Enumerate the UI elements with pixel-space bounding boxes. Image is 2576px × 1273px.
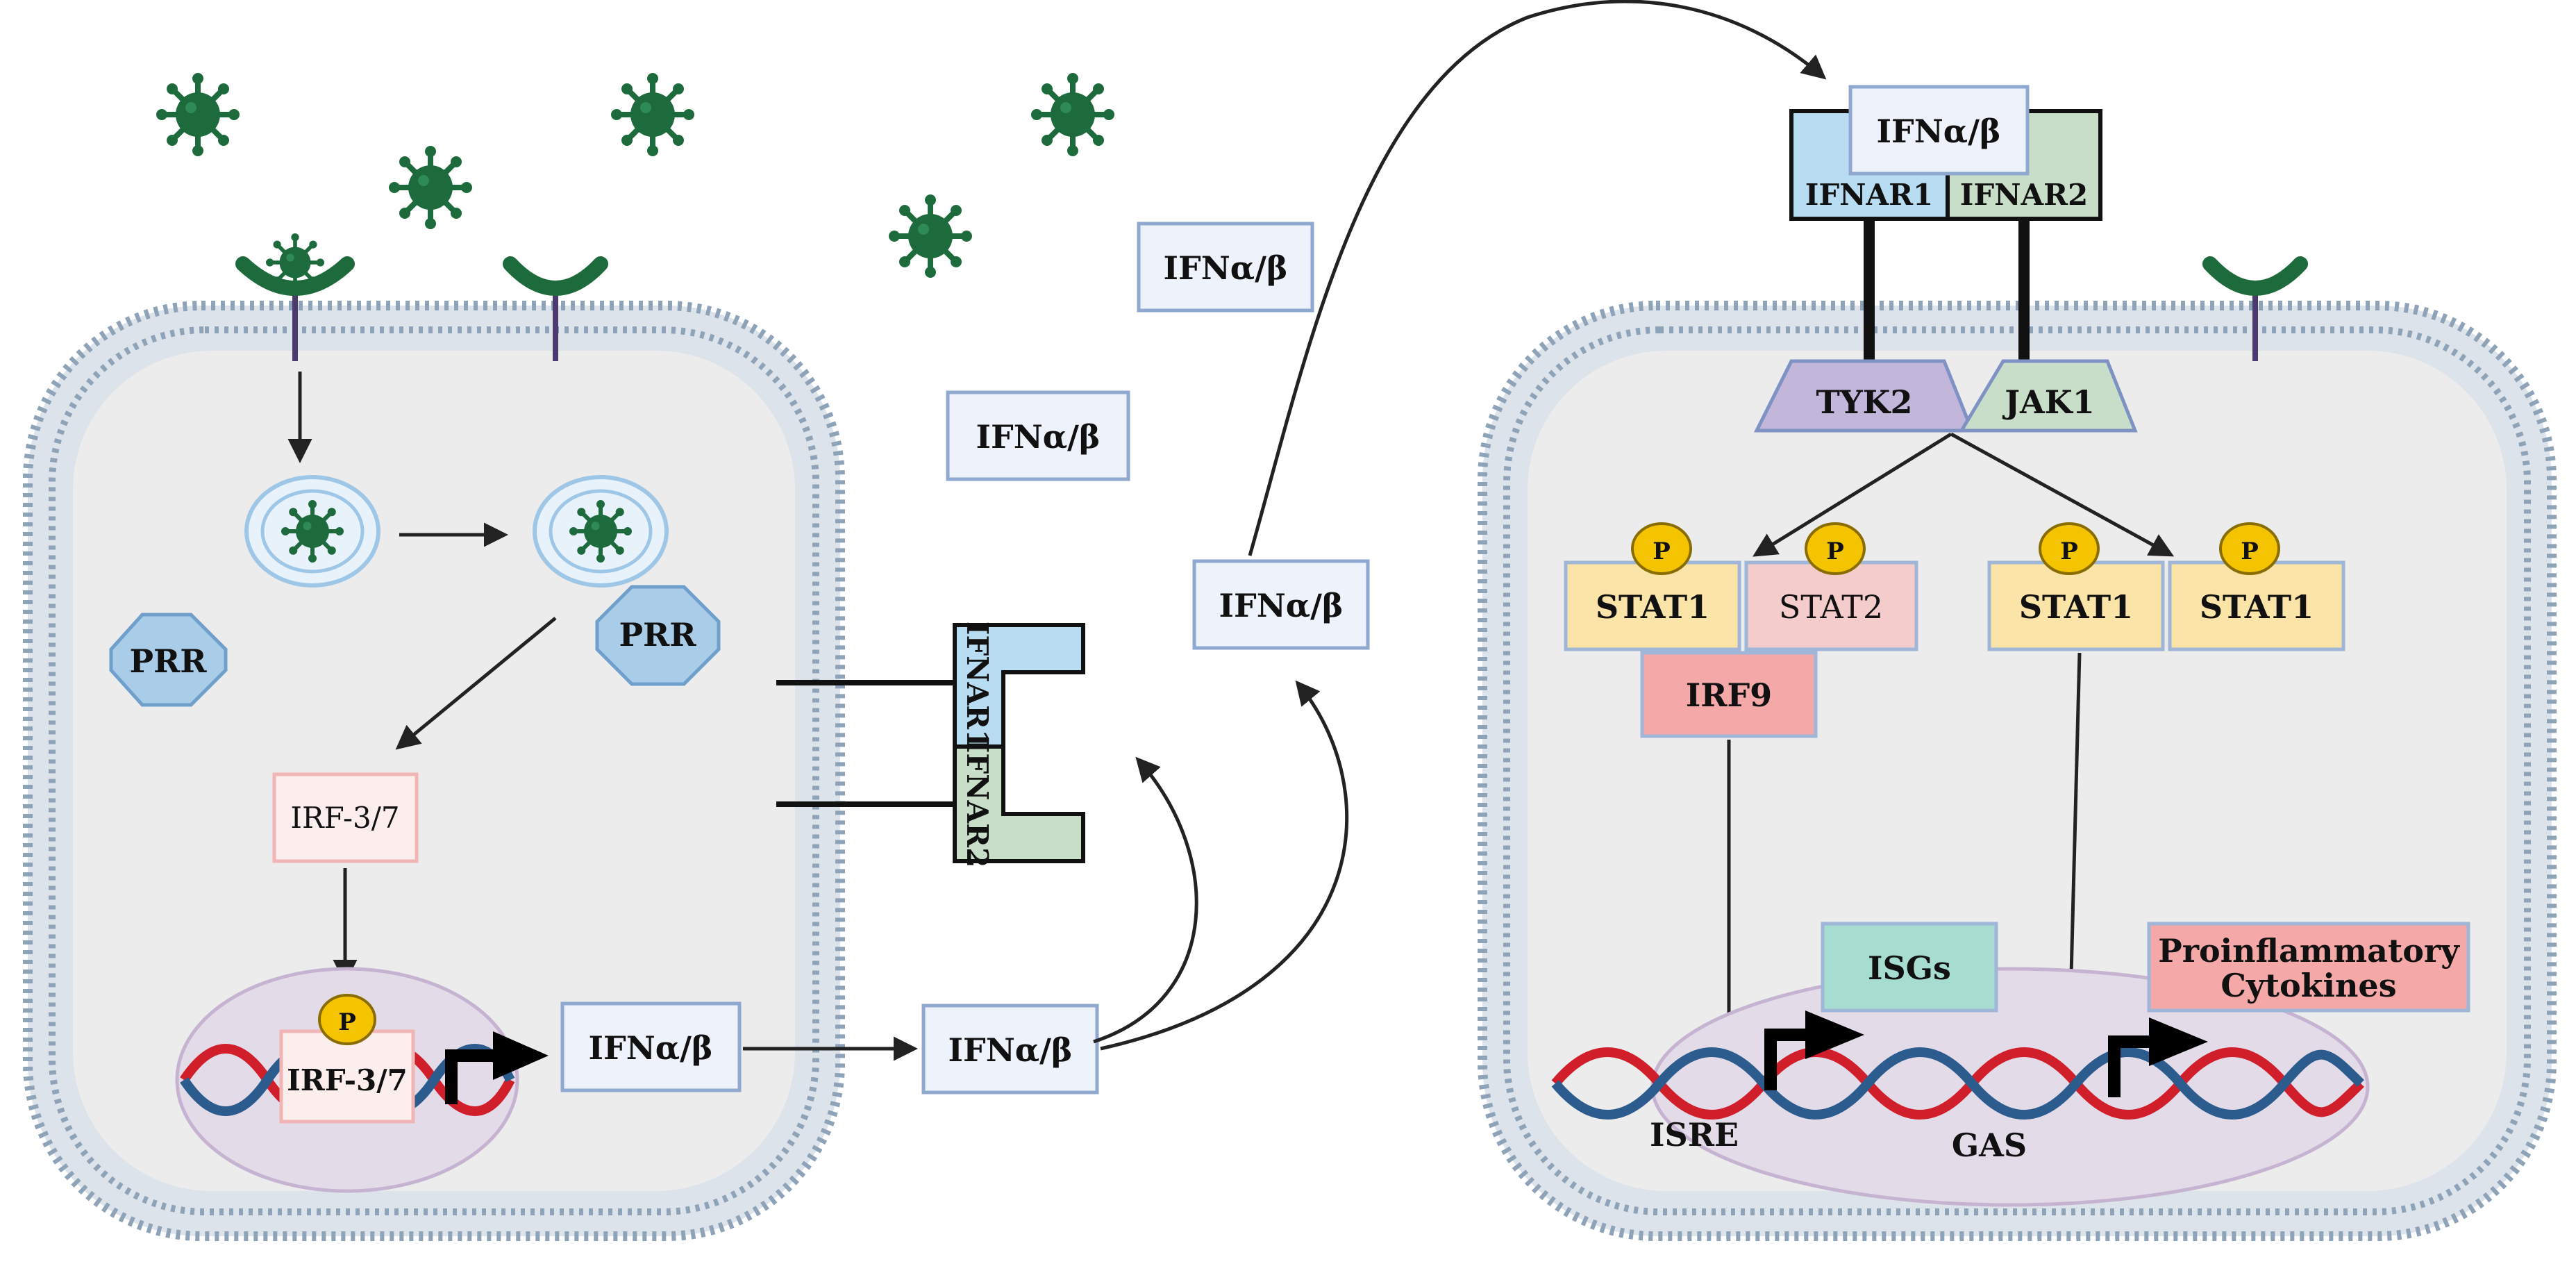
- phospho-icon: P: [2219, 522, 2280, 575]
- svg-text:STAT1: STAT1: [2200, 588, 2314, 626]
- isgs-box: ISGs: [1821, 922, 1998, 1013]
- ifnar1-side: IFNAR1: [953, 622, 1085, 750]
- ifn-box: IFNα/β: [560, 1001, 742, 1092]
- virus-icon: [889, 194, 972, 278]
- svg-text:IFNAR2: IFNAR2: [1960, 178, 2089, 212]
- ifnar2-side: IFNAR2: [953, 740, 1085, 868]
- svg-text:P: P: [338, 1008, 356, 1036]
- virus-icon: [281, 500, 344, 563]
- phospho-icon: P: [318, 994, 376, 1045]
- svg-text:IRF9: IRF9: [1686, 676, 1772, 714]
- stat2-box: STAT2: [1744, 560, 1918, 651]
- virus-icon: [266, 233, 324, 292]
- transcription-arrow-icon: [1764, 1010, 1864, 1090]
- svg-text:IFNα/β: IFNα/β: [589, 1029, 713, 1067]
- virus-icon: [389, 146, 472, 229]
- transcription-arrow-icon: [2108, 1017, 2208, 1097]
- virus-icon: [156, 73, 240, 156]
- stat1-box: STAT1: [2168, 560, 2345, 651]
- ifn-box: IFNα/β: [1137, 222, 1314, 313]
- phospho-icon: P: [1631, 522, 1692, 575]
- stat1-box: STAT1: [1564, 560, 1741, 651]
- ifn-box: IFNα/β: [921, 1004, 1099, 1095]
- arrow-ifn-to-right-cell: [1248, 0, 1827, 556]
- svg-text:TYK2: TYK2: [1816, 383, 1912, 421]
- svg-text:IFNα/β: IFNα/β: [1219, 587, 1344, 624]
- ifn-box: IFNα/β: [946, 390, 1130, 481]
- svg-text:IRF-3/7: IRF-3/7: [287, 1063, 408, 1097]
- prr-left: PRR: [109, 613, 228, 707]
- svg-text:Cytokines: Cytokines: [2220, 967, 2396, 1004]
- phospho-icon: P: [1805, 522, 1866, 575]
- svg-text:P: P: [1826, 538, 1844, 565]
- ifn-box: IFNα/β: [1192, 559, 1370, 650]
- svg-text:IFNAR1: IFNAR1: [960, 622, 994, 750]
- prr-label: PRR: [129, 642, 207, 680]
- prr-label: PRR: [619, 616, 696, 654]
- arrow-curve-to-receptor: [1093, 756, 1198, 1044]
- jak1-kinase: JAK1: [1958, 359, 2138, 433]
- arrow-curve-to-ifn: [1100, 680, 1349, 1051]
- svg-text:P: P: [1653, 538, 1671, 565]
- svg-text:IFNAR1: IFNAR1: [1805, 178, 1934, 212]
- svg-text:IFNα/β: IFNα/β: [1164, 249, 1288, 287]
- proinflammatory-cytokines-box: Proinflammatory Cytokines: [2147, 922, 2470, 1013]
- stat1-box: STAT1: [1987, 560, 2165, 651]
- svg-text:ISGs: ISGs: [1868, 949, 1951, 987]
- svg-text:IFNα/β: IFNα/β: [948, 1031, 1073, 1069]
- svg-text:JAK1: JAK1: [2002, 383, 2094, 421]
- transcription-arrow-icon: [445, 1031, 549, 1104]
- prr-right: PRR: [595, 585, 721, 686]
- svg-text:P: P: [2060, 538, 2078, 565]
- svg-text:STAT1: STAT1: [2019, 588, 2133, 626]
- irf37-cytoplasm-box: IRF-3/7: [272, 772, 419, 863]
- virus-icon: [1031, 73, 1114, 156]
- irf37-nucleus-box: IRF-3/7: [279, 1029, 415, 1124]
- svg-text:Proinflammatory: Proinflammatory: [2158, 932, 2460, 970]
- isre-label: ISRE: [1650, 1116, 1739, 1154]
- ifn-bound-box: IFNα/β: [1848, 85, 2030, 176]
- svg-text:STAT1: STAT1: [1596, 588, 1709, 626]
- irf9-box: IRF9: [1640, 651, 1818, 738]
- gas-label: GAS: [1952, 1126, 2027, 1164]
- svg-text:STAT2: STAT2: [1779, 588, 1883, 626]
- left-cell-membrane-inner: [49, 326, 819, 1215]
- svg-text:IFNα/β: IFNα/β: [1877, 113, 2001, 150]
- virus-icon: [569, 500, 632, 563]
- arrow-jak-to-stat-heterodimer: [1753, 432, 1952, 557]
- arrow-jak-to-stat-homodimer: [1950, 432, 2175, 557]
- virus-icon: [611, 73, 694, 156]
- svg-text:P: P: [2241, 538, 2259, 565]
- phospho-icon: P: [2039, 522, 2100, 575]
- right-cell-membrane-inner: [1503, 326, 2531, 1215]
- dna-icon: [1551, 1047, 2364, 1120]
- receptor-icon: [2202, 256, 2308, 361]
- svg-text:IFNα/β: IFNα/β: [976, 418, 1101, 456]
- receptor-icon: [503, 256, 608, 361]
- svg-text:IRF-3/7: IRF-3/7: [290, 801, 399, 835]
- arrow-prr-to-irf: [395, 617, 557, 750]
- svg-text:IFNAR2: IFNAR2: [960, 740, 994, 868]
- tyk2-kinase: TYK2: [1753, 359, 1975, 433]
